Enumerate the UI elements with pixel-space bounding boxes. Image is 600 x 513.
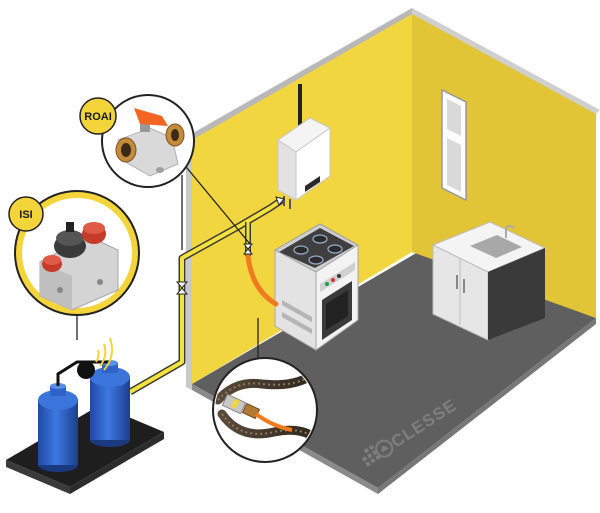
sink-cabinet [431, 221, 547, 341]
room-wall-left-front-edge [186, 137, 192, 390]
valve-icon [242, 243, 254, 255]
callout-badge [8, 196, 44, 232]
gas-cylinder-station [6, 337, 164, 494]
gas-stove [273, 223, 359, 351]
callout-label-roai: ROAI [84, 111, 112, 123]
room-floor-edge-right [378, 318, 596, 494]
gas-pipe-network [128, 196, 285, 396]
room-wall-left-edge [186, 8, 412, 140]
pressure-regulator-image [39, 222, 119, 311]
wall-boiler [277, 84, 331, 209]
wireless-signal-icon [95, 337, 113, 371]
valve-icon [275, 196, 285, 206]
callout-label-isi: ISI [19, 209, 32, 221]
room-wall-right-edge [412, 8, 600, 114]
gas-cylinder [38, 383, 78, 472]
callout-flex-hose [212, 357, 318, 463]
window [441, 88, 467, 202]
ball-valve-image [104, 97, 192, 185]
valve-icon [175, 281, 189, 295]
callout-roai: ROAI [79, 94, 195, 188]
regulator-node [77, 361, 95, 379]
callout-badge [79, 97, 117, 135]
callout-isi: ISI [8, 190, 140, 316]
gas-cylinder [90, 360, 130, 447]
flexible-hose [245, 253, 279, 307]
